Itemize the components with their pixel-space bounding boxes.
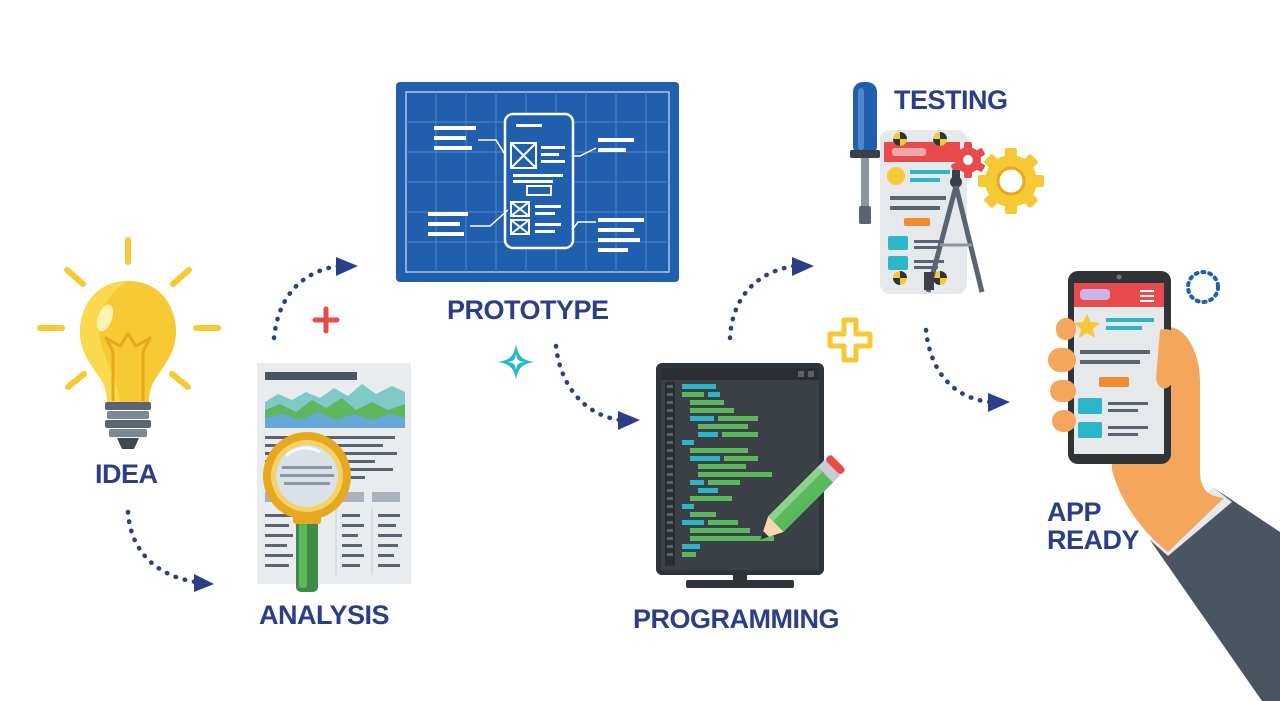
compass-icon bbox=[924, 170, 985, 293]
arrowhead-2 bbox=[336, 257, 358, 276]
stage-label-idea: IDEA bbox=[95, 459, 158, 489]
arrow-programming-testing bbox=[727, 263, 797, 341]
test-phone-icon bbox=[880, 130, 967, 294]
stage-label-app-ready-line1: APP bbox=[1047, 497, 1102, 527]
arrowhead-4 bbox=[792, 257, 814, 276]
stage-label-programming: PROGRAMMING bbox=[633, 604, 840, 634]
arrowhead-3 bbox=[618, 411, 640, 430]
sparkle-inner bbox=[508, 354, 524, 370]
arrow-analysis-prototype bbox=[271, 263, 341, 341]
report-magnifier-icon bbox=[257, 363, 411, 592]
stage-label-app-ready: APP READY bbox=[1047, 497, 1140, 556]
arrow-idea-analysis bbox=[125, 509, 199, 585]
screwdriver-icon bbox=[850, 82, 880, 224]
stage-label-testing: TESTING bbox=[894, 85, 1008, 115]
gear-icon bbox=[951, 142, 1044, 214]
pencil-icon bbox=[760, 455, 845, 540]
stage-label-prototype: PROTOTYPE bbox=[447, 295, 609, 325]
stage-label-analysis: ANALYSIS bbox=[259, 600, 390, 630]
arrowhead-5 bbox=[988, 393, 1010, 412]
arrow-testing-appready bbox=[923, 327, 993, 405]
stage-label-app-ready-line2: READY bbox=[1047, 525, 1140, 556]
flow-arrows bbox=[125, 263, 993, 585]
arrowhead-1 bbox=[194, 574, 214, 592]
plus-red-icon bbox=[312, 306, 340, 334]
blueprint-icon bbox=[396, 82, 679, 282]
hand-phone-icon bbox=[1048, 270, 1280, 701]
lightbulb-icon bbox=[37, 237, 221, 449]
arrow-prototype-programming bbox=[553, 343, 623, 423]
code-monitor-icon bbox=[656, 363, 824, 588]
plus-yellow-icon bbox=[827, 317, 873, 363]
